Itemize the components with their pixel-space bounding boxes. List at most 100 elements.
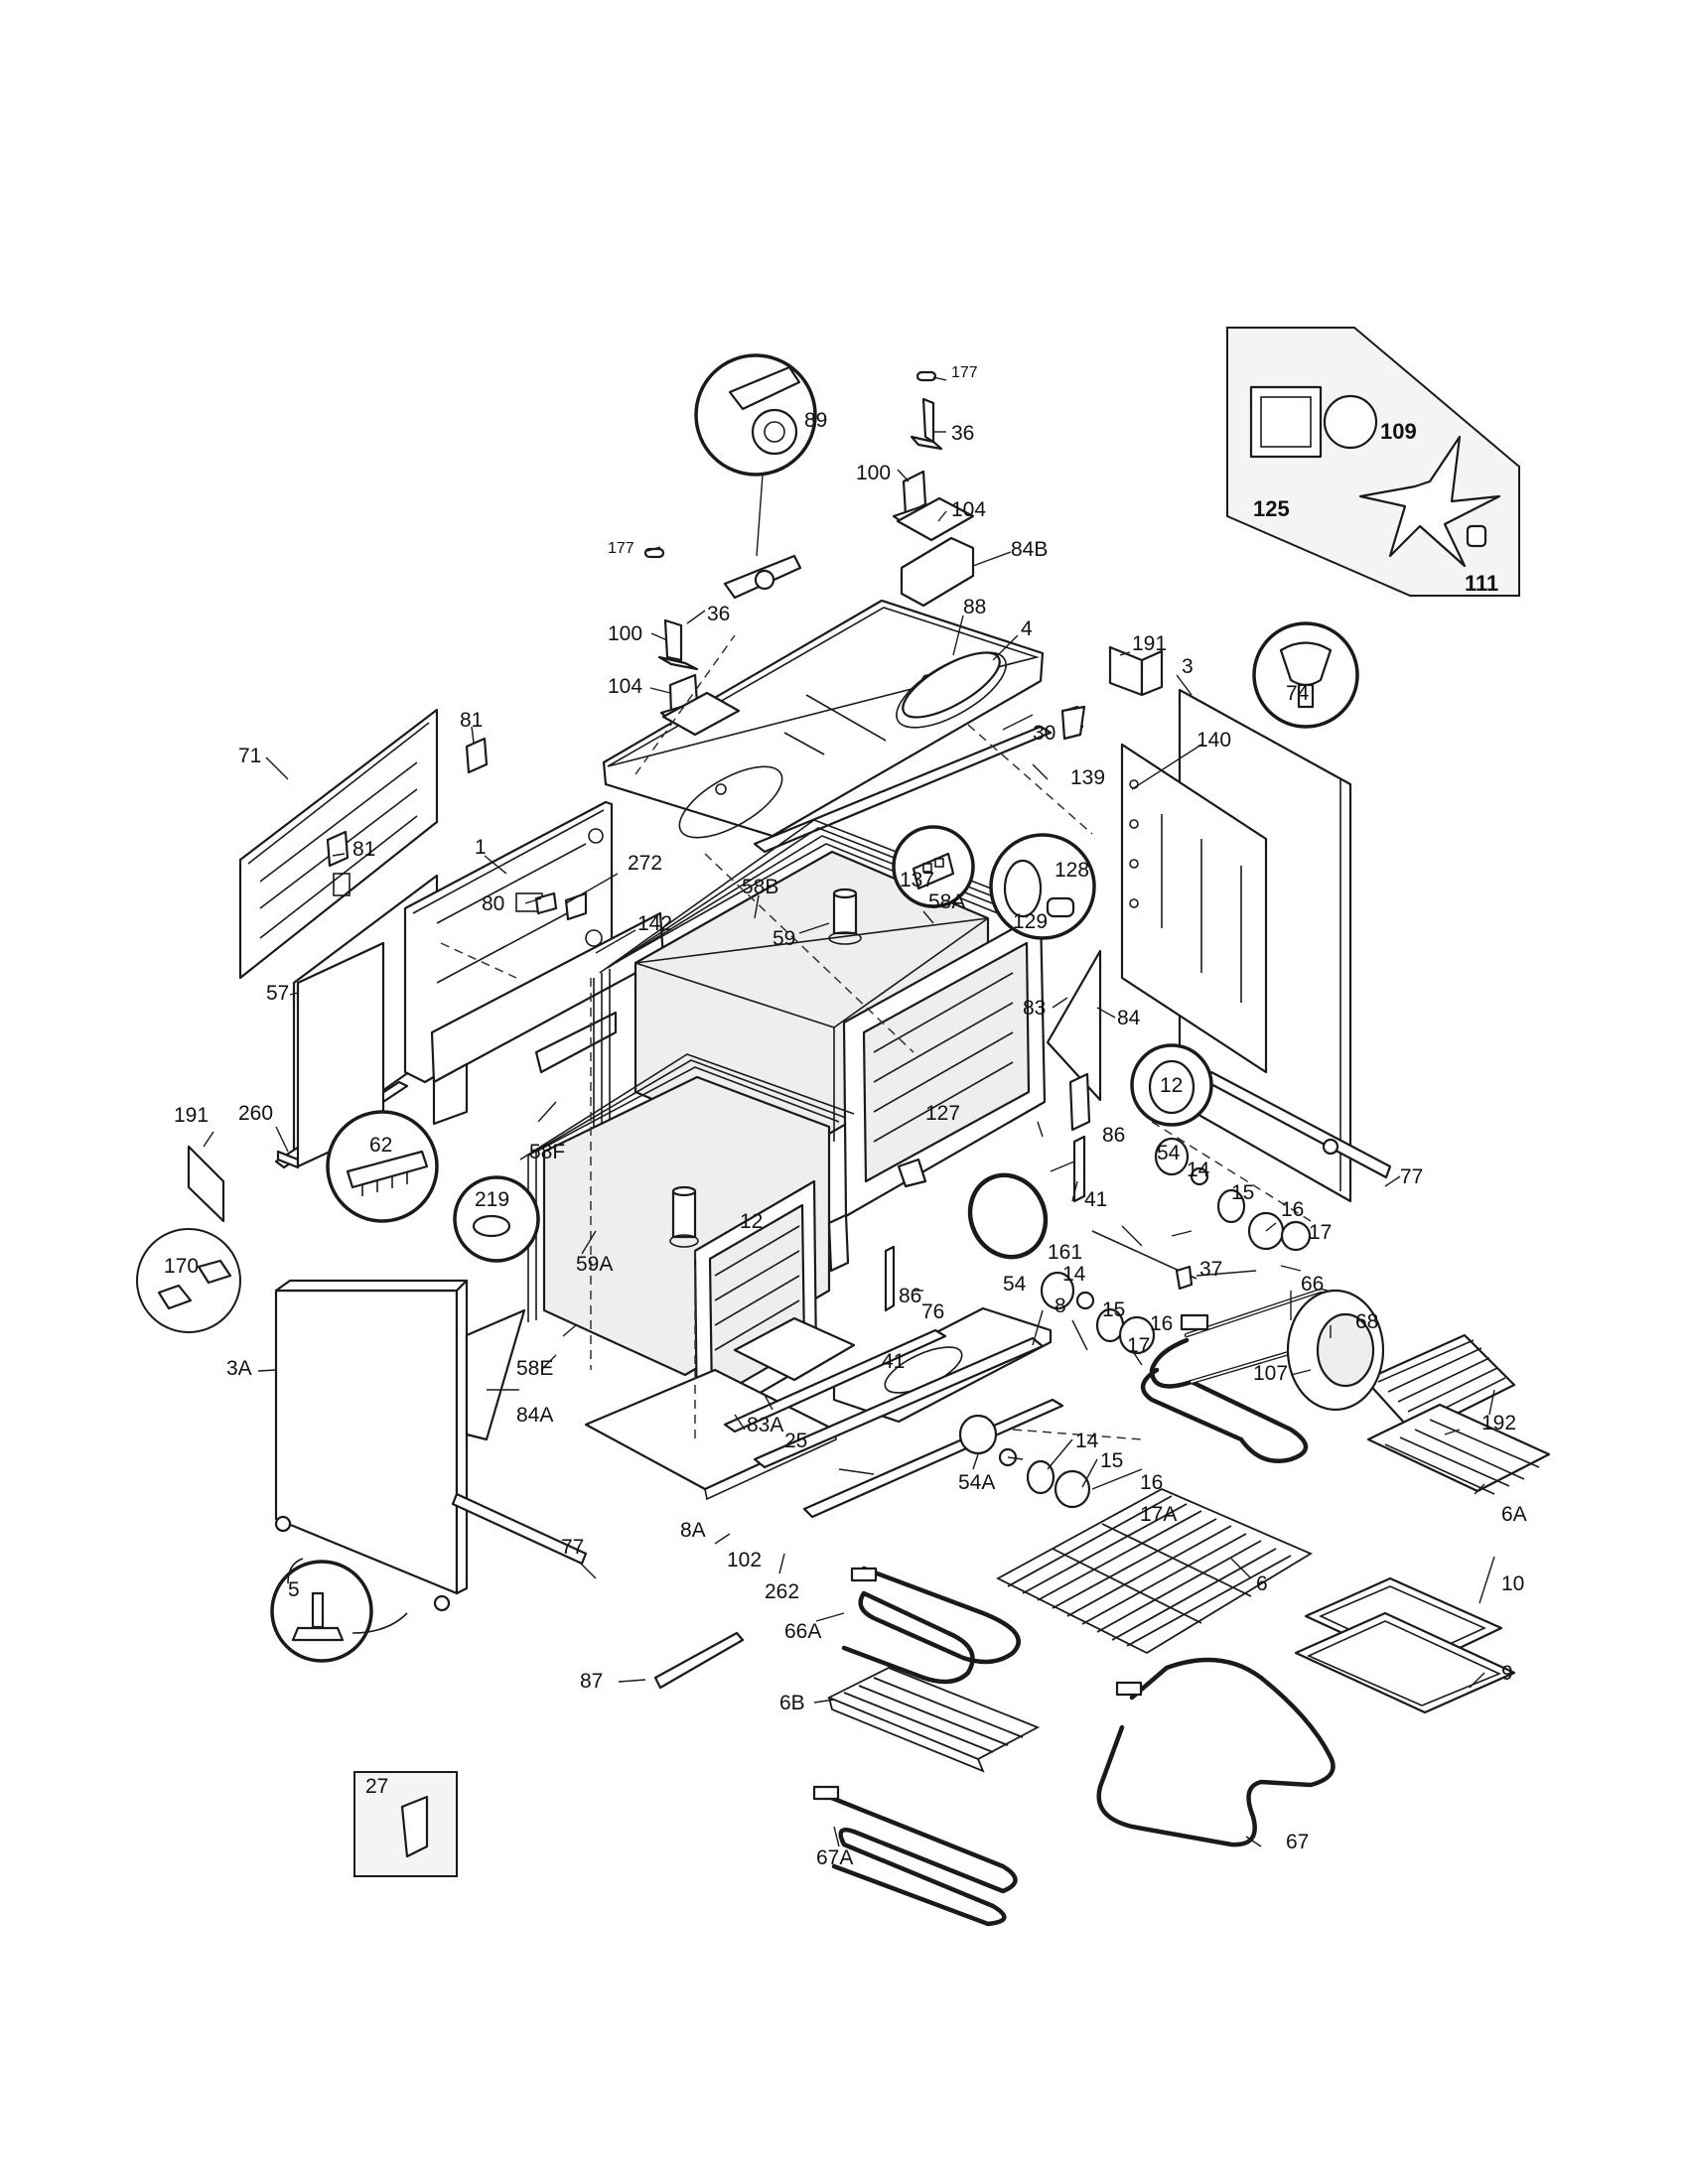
- part-labels: 177 36 100 104 84B 88 4 89 177 36 100 10…: [164, 364, 1527, 1869]
- broil-element-67: [1096, 1657, 1336, 1847]
- label-67A: 67A: [816, 1846, 853, 1869]
- label-177-left: 177: [608, 540, 634, 557]
- callout-12: [1130, 1043, 1213, 1127]
- vent-tubes: [669, 887, 862, 1248]
- bake-element-66A: [841, 1566, 1021, 1685]
- label-89: 89: [804, 409, 827, 432]
- label-17A: 17A: [1140, 1503, 1177, 1526]
- label-6A: 6A: [1501, 1503, 1527, 1526]
- label-83: 83: [1023, 997, 1046, 1020]
- label-192: 192: [1481, 1412, 1516, 1434]
- label-3: 3: [1182, 655, 1194, 678]
- label-100-left: 100: [608, 622, 642, 645]
- label-100: 100: [856, 462, 891, 484]
- label-104-left: 104: [608, 675, 642, 698]
- label-62: 62: [369, 1134, 392, 1157]
- label-41: 41: [1084, 1188, 1107, 1211]
- label-16: 16: [1281, 1198, 1304, 1221]
- bracket-191-right: [1108, 645, 1164, 697]
- label-12-lower: 12: [740, 1210, 763, 1233]
- label-272: 272: [628, 852, 662, 875]
- callout-5: [270, 1558, 408, 1663]
- label-3A: 3A: [226, 1357, 252, 1380]
- label-30: 30: [1033, 722, 1055, 745]
- label-54: 54: [1157, 1142, 1181, 1164]
- label-37: 37: [1199, 1258, 1222, 1281]
- label-25: 25: [784, 1430, 807, 1452]
- gasket-161: [967, 1172, 1049, 1260]
- label-27: 27: [365, 1775, 388, 1798]
- label-83A: 83A: [747, 1414, 783, 1436]
- label-10: 10: [1501, 1572, 1524, 1595]
- label-9: 9: [1501, 1662, 1513, 1685]
- label-59A: 59A: [576, 1253, 613, 1276]
- sensor-rod-37: [1091, 1230, 1197, 1291]
- callout-137: [892, 825, 975, 908]
- label-66A: 66A: [784, 1620, 821, 1643]
- label-107: 107: [1253, 1362, 1288, 1385]
- label-219: 219: [475, 1188, 509, 1211]
- broil-rack-6B: [826, 1667, 1041, 1773]
- label-80: 80: [482, 892, 504, 915]
- bracket-191-left: [187, 1145, 225, 1223]
- label-81: 81: [460, 709, 483, 732]
- label-140: 140: [1196, 729, 1231, 751]
- label-260: 260: [238, 1102, 273, 1125]
- label-6B: 6B: [779, 1692, 805, 1714]
- panel-84A: [465, 1308, 526, 1441]
- label-14-mid: 14: [1062, 1263, 1086, 1286]
- leader-lines: [203, 376, 1495, 1847]
- label-128: 128: [1055, 859, 1089, 882]
- callout-219: [453, 1175, 540, 1263]
- label-58A: 58A: [928, 890, 965, 913]
- bracket-87: [653, 1631, 745, 1690]
- label-66: 66: [1301, 1273, 1324, 1296]
- lamp-assembly-middle: [1040, 1271, 1156, 1355]
- label-86-lower: 86: [899, 1285, 921, 1307]
- label-57: 57: [266, 982, 289, 1005]
- back-panel-1: [403, 800, 614, 1084]
- label-54-mid: 54: [1003, 1273, 1027, 1296]
- label-125: 125: [1253, 496, 1290, 521]
- callout-170: [136, 1228, 241, 1333]
- upper-oven-cavity: [593, 819, 1047, 1231]
- label-191-left: 191: [174, 1104, 209, 1127]
- inset-convection-fan: [1226, 327, 1520, 597]
- label-129: 129: [1013, 910, 1048, 933]
- callout-89: [694, 353, 817, 557]
- label-12-callout: 12: [1160, 1074, 1183, 1097]
- hinge-86: [827, 1072, 1091, 1273]
- label-5: 5: [288, 1578, 300, 1601]
- label-111: 111: [1465, 571, 1498, 596]
- label-76: 76: [921, 1300, 944, 1323]
- label-14-low: 14: [1075, 1430, 1099, 1452]
- top-brackets: [643, 370, 975, 737]
- label-6: 6: [1256, 1572, 1268, 1595]
- label-77-right: 77: [1400, 1165, 1423, 1188]
- label-54A: 54A: [958, 1471, 995, 1494]
- side-rails: [723, 1328, 1064, 1519]
- callout-62: [326, 1110, 439, 1223]
- label-17-mid: 17: [1127, 1334, 1150, 1357]
- label-84A: 84A: [516, 1404, 553, 1427]
- label-170: 170: [164, 1255, 199, 1278]
- label-17: 17: [1309, 1221, 1332, 1244]
- label-71: 71: [238, 745, 261, 767]
- label-16-low: 16: [1140, 1471, 1163, 1494]
- label-15-mid: 15: [1102, 1298, 1125, 1321]
- fan-127: [897, 1158, 927, 1188]
- label-68: 68: [1355, 1310, 1378, 1333]
- label-16-mid: 16: [1150, 1312, 1173, 1335]
- lamp-assembly-upper: [1154, 1137, 1312, 1252]
- label-161: 161: [1048, 1241, 1082, 1264]
- label-127: 127: [925, 1102, 960, 1125]
- label-84: 84: [1117, 1007, 1141, 1029]
- side-panel-3A: [274, 1279, 469, 1595]
- heat-baffle-88: [902, 651, 1001, 719]
- label-14: 14: [1187, 1159, 1210, 1181]
- label-8A: 8A: [680, 1519, 706, 1542]
- convection-cover-107: [1286, 1289, 1385, 1412]
- callout-128-129: [989, 833, 1096, 940]
- label-36: 36: [951, 422, 974, 445]
